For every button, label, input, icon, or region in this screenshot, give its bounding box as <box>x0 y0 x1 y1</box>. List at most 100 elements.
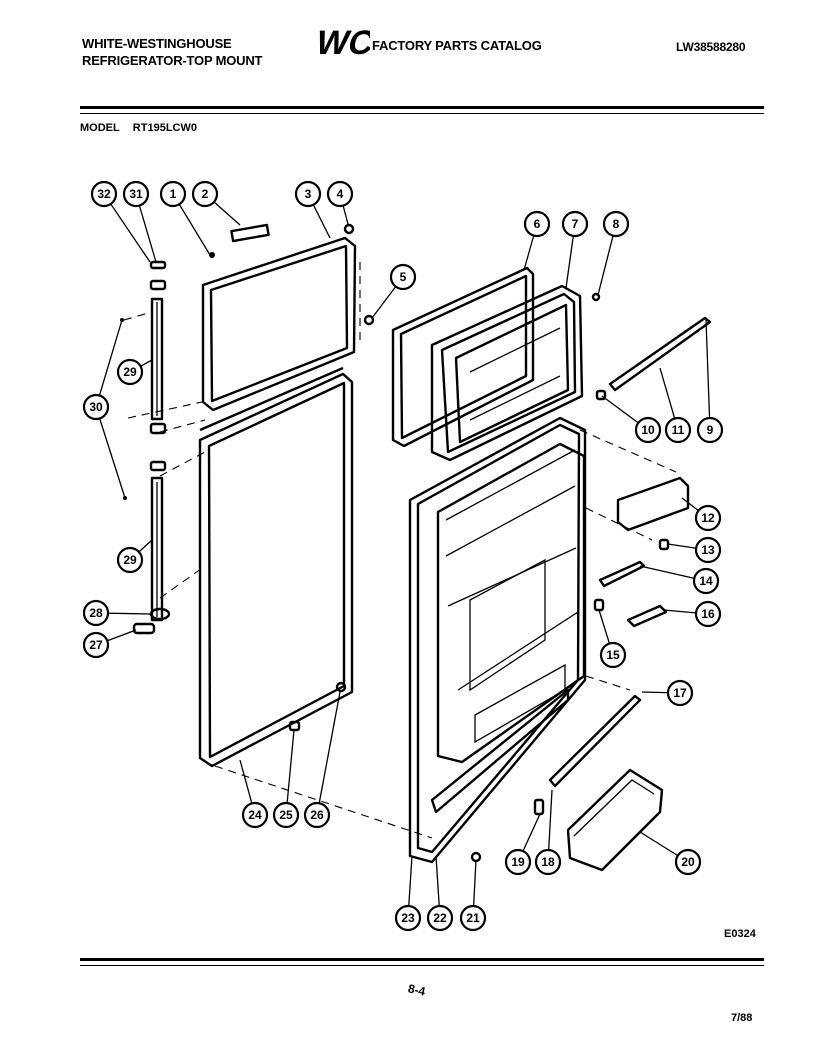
callout-balloon-16 <box>694 600 722 628</box>
callout-32: 32 <box>90 180 151 263</box>
callout-20: 20 <box>639 831 702 876</box>
callout-leader-26 <box>316 691 341 816</box>
callout-23: 23 <box>394 855 422 932</box>
freezer-door-gasket <box>201 236 361 412</box>
callout-2: 2 <box>191 180 241 226</box>
callout-balloon-27 <box>82 631 110 659</box>
callout-number: 29 <box>123 553 137 567</box>
header-rule-thick <box>80 106 764 109</box>
callout-number: 13 <box>701 543 715 557</box>
callout-balloon-23 <box>394 904 422 932</box>
callout-number: 30 <box>89 400 103 414</box>
callout-12: 12 <box>681 497 722 532</box>
callout-number: 15 <box>606 648 620 662</box>
callout-number: 11 <box>672 423 685 437</box>
callout-balloon-8 <box>602 210 630 238</box>
callout-number: 6 <box>534 217 541 231</box>
fresh-food-door-gasket <box>198 366 354 768</box>
callout-5: 5 <box>371 263 417 319</box>
callout-number: 4 <box>337 187 344 201</box>
callout-balloon-19 <box>504 848 532 876</box>
callout-balloon-9 <box>696 416 724 444</box>
upper-hinge-assembly <box>149 260 167 435</box>
callout-number: 23 <box>401 911 415 925</box>
callout-number: 8 <box>613 217 620 231</box>
callout-leader-30b <box>95 406 126 499</box>
callout-10: 10 <box>601 395 662 444</box>
callout-leader-32 <box>103 193 151 263</box>
model-line: MODEL RT195LCW0 <box>80 122 207 134</box>
callout-number: 31 <box>129 187 143 201</box>
callout-19: 19 <box>504 813 541 876</box>
callout-3: 3 <box>294 180 331 239</box>
callout-29: 29 <box>116 358 153 386</box>
callout-26: 26 <box>303 691 341 829</box>
callout-13: 13 <box>667 536 722 564</box>
callout-31: 31 <box>122 180 157 263</box>
callout-27: 27 <box>82 629 137 659</box>
callout-number: 14 <box>699 574 713 588</box>
callout-balloon-22 <box>426 904 454 932</box>
callout-18: 18 <box>534 789 562 876</box>
callout-1: 1 <box>159 180 211 256</box>
brand-line-2: REFRIGERATOR-TOP MOUNT <box>82 53 263 68</box>
callout-25: 25 <box>272 729 300 829</box>
callout-number: 17 <box>673 686 687 700</box>
callout-balloon-25 <box>272 801 300 829</box>
callout-14: 14 <box>639 565 720 595</box>
callout-balloon-12 <box>694 504 722 532</box>
door-bin-20 <box>566 768 664 872</box>
callout-number: 22 <box>433 911 447 925</box>
callout-balloon-7 <box>561 210 589 238</box>
callout-balloon-1 <box>159 180 187 208</box>
callout-balloon-13 <box>694 536 722 564</box>
callout-21: 21 <box>459 859 487 932</box>
callout-balloon-29 <box>116 358 144 386</box>
callout-28: 28 <box>82 599 152 627</box>
callout-leader-25 <box>285 729 295 816</box>
callout-balloon-3 <box>294 180 322 208</box>
callout-number: 24 <box>248 808 262 822</box>
callout-balloon-2 <box>191 180 219 208</box>
shelf-retainer-9-11 <box>608 316 712 392</box>
callout-balloon-26 <box>303 801 331 829</box>
callout-leader-30 <box>95 319 123 408</box>
footer-rule-thick <box>80 958 764 961</box>
callout-number: 3 <box>305 187 312 201</box>
callout-balloon-10 <box>634 416 662 444</box>
callout-number: 19 <box>511 855 525 869</box>
callout-balloon-24 <box>241 801 269 829</box>
model-label: MODEL <box>80 122 120 134</box>
callout-number: 1 <box>170 187 177 201</box>
lower-hinge-assembly <box>132 460 171 635</box>
callout-number: 2 <box>202 187 209 201</box>
publication-number: LW38588280 <box>676 40 746 54</box>
callout-30: 30 <box>82 319 126 499</box>
callout-7: 7 <box>561 210 589 289</box>
shelf-bar-14 <box>598 560 646 588</box>
callout-number: 21 <box>466 911 480 925</box>
callout-balloon-31 <box>122 180 150 208</box>
callout-11: 11 <box>659 367 692 444</box>
callout-balloon-20 <box>674 848 702 876</box>
callout-balloon-5 <box>389 263 417 291</box>
callout-number: 27 <box>89 638 103 652</box>
callout-number: 26 <box>310 808 324 822</box>
svg-text:WCI: WCI <box>312 24 370 60</box>
callout-number: 5 <box>400 270 407 284</box>
freezer-handle-insert <box>230 223 270 243</box>
callout-4: 4 <box>326 180 354 225</box>
callout-number: 7 <box>572 217 579 231</box>
hinge-cover-upper <box>150 297 164 421</box>
callout-number: 18 <box>541 855 555 869</box>
callout-balloon-21 <box>459 904 487 932</box>
callout-balloon-17 <box>666 679 694 707</box>
callout-balloon-4 <box>326 180 354 208</box>
drawing-number: E0324 <box>724 928 756 940</box>
callout-number: 32 <box>97 187 111 201</box>
callout-number: 12 <box>701 511 715 525</box>
callout-16: 16 <box>663 600 722 628</box>
callout-leader-9 <box>705 319 711 431</box>
callout-number: 20 <box>681 855 695 869</box>
